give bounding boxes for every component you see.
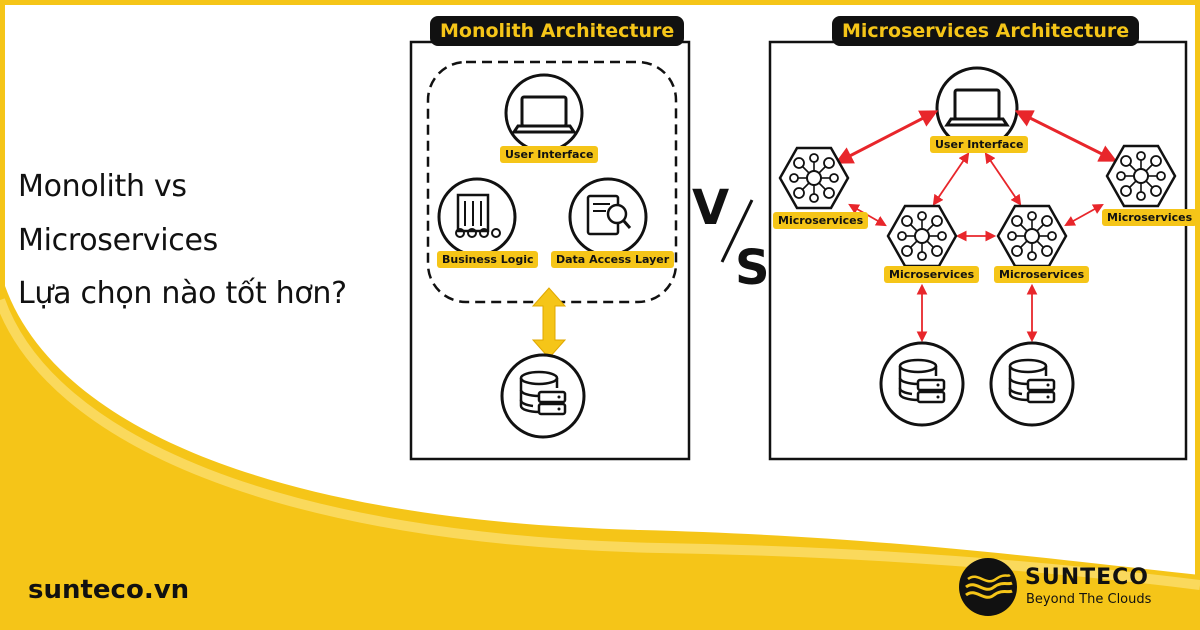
data-access-label: Data Access Layer <box>551 251 675 268</box>
microservices-title: Microservices Architecture <box>832 16 1140 46</box>
headline-line-1: Monolith vs <box>18 169 187 204</box>
monolith-ui-label: User Interface <box>500 146 599 163</box>
vs-letter-s: S <box>735 240 770 296</box>
website-link[interactable]: sunteco.vn <box>28 575 190 605</box>
business-logic-label: Business Logic <box>437 251 539 268</box>
headline-line-2: Microservices <box>18 223 218 258</box>
vs-letter-v: V <box>692 180 730 236</box>
brand-slogan: Beyond The Clouds <box>1026 592 1152 607</box>
sunteco-logo-icon <box>959 558 1017 616</box>
microservice-left-label: Microservices <box>773 212 869 229</box>
brand-name: SUNTECO <box>1025 565 1150 590</box>
micro-ui-label: User Interface <box>930 136 1029 153</box>
microservice-right-label: Microservices <box>1102 209 1198 226</box>
headline-line-3: Lựa chọn nào tốt hơn? <box>18 276 347 311</box>
microservice-center-b-label: Microservices <box>994 266 1090 283</box>
monolith-title: Monolith Architecture <box>430 16 685 46</box>
microservice-center-a-label: Microservices <box>884 266 980 283</box>
